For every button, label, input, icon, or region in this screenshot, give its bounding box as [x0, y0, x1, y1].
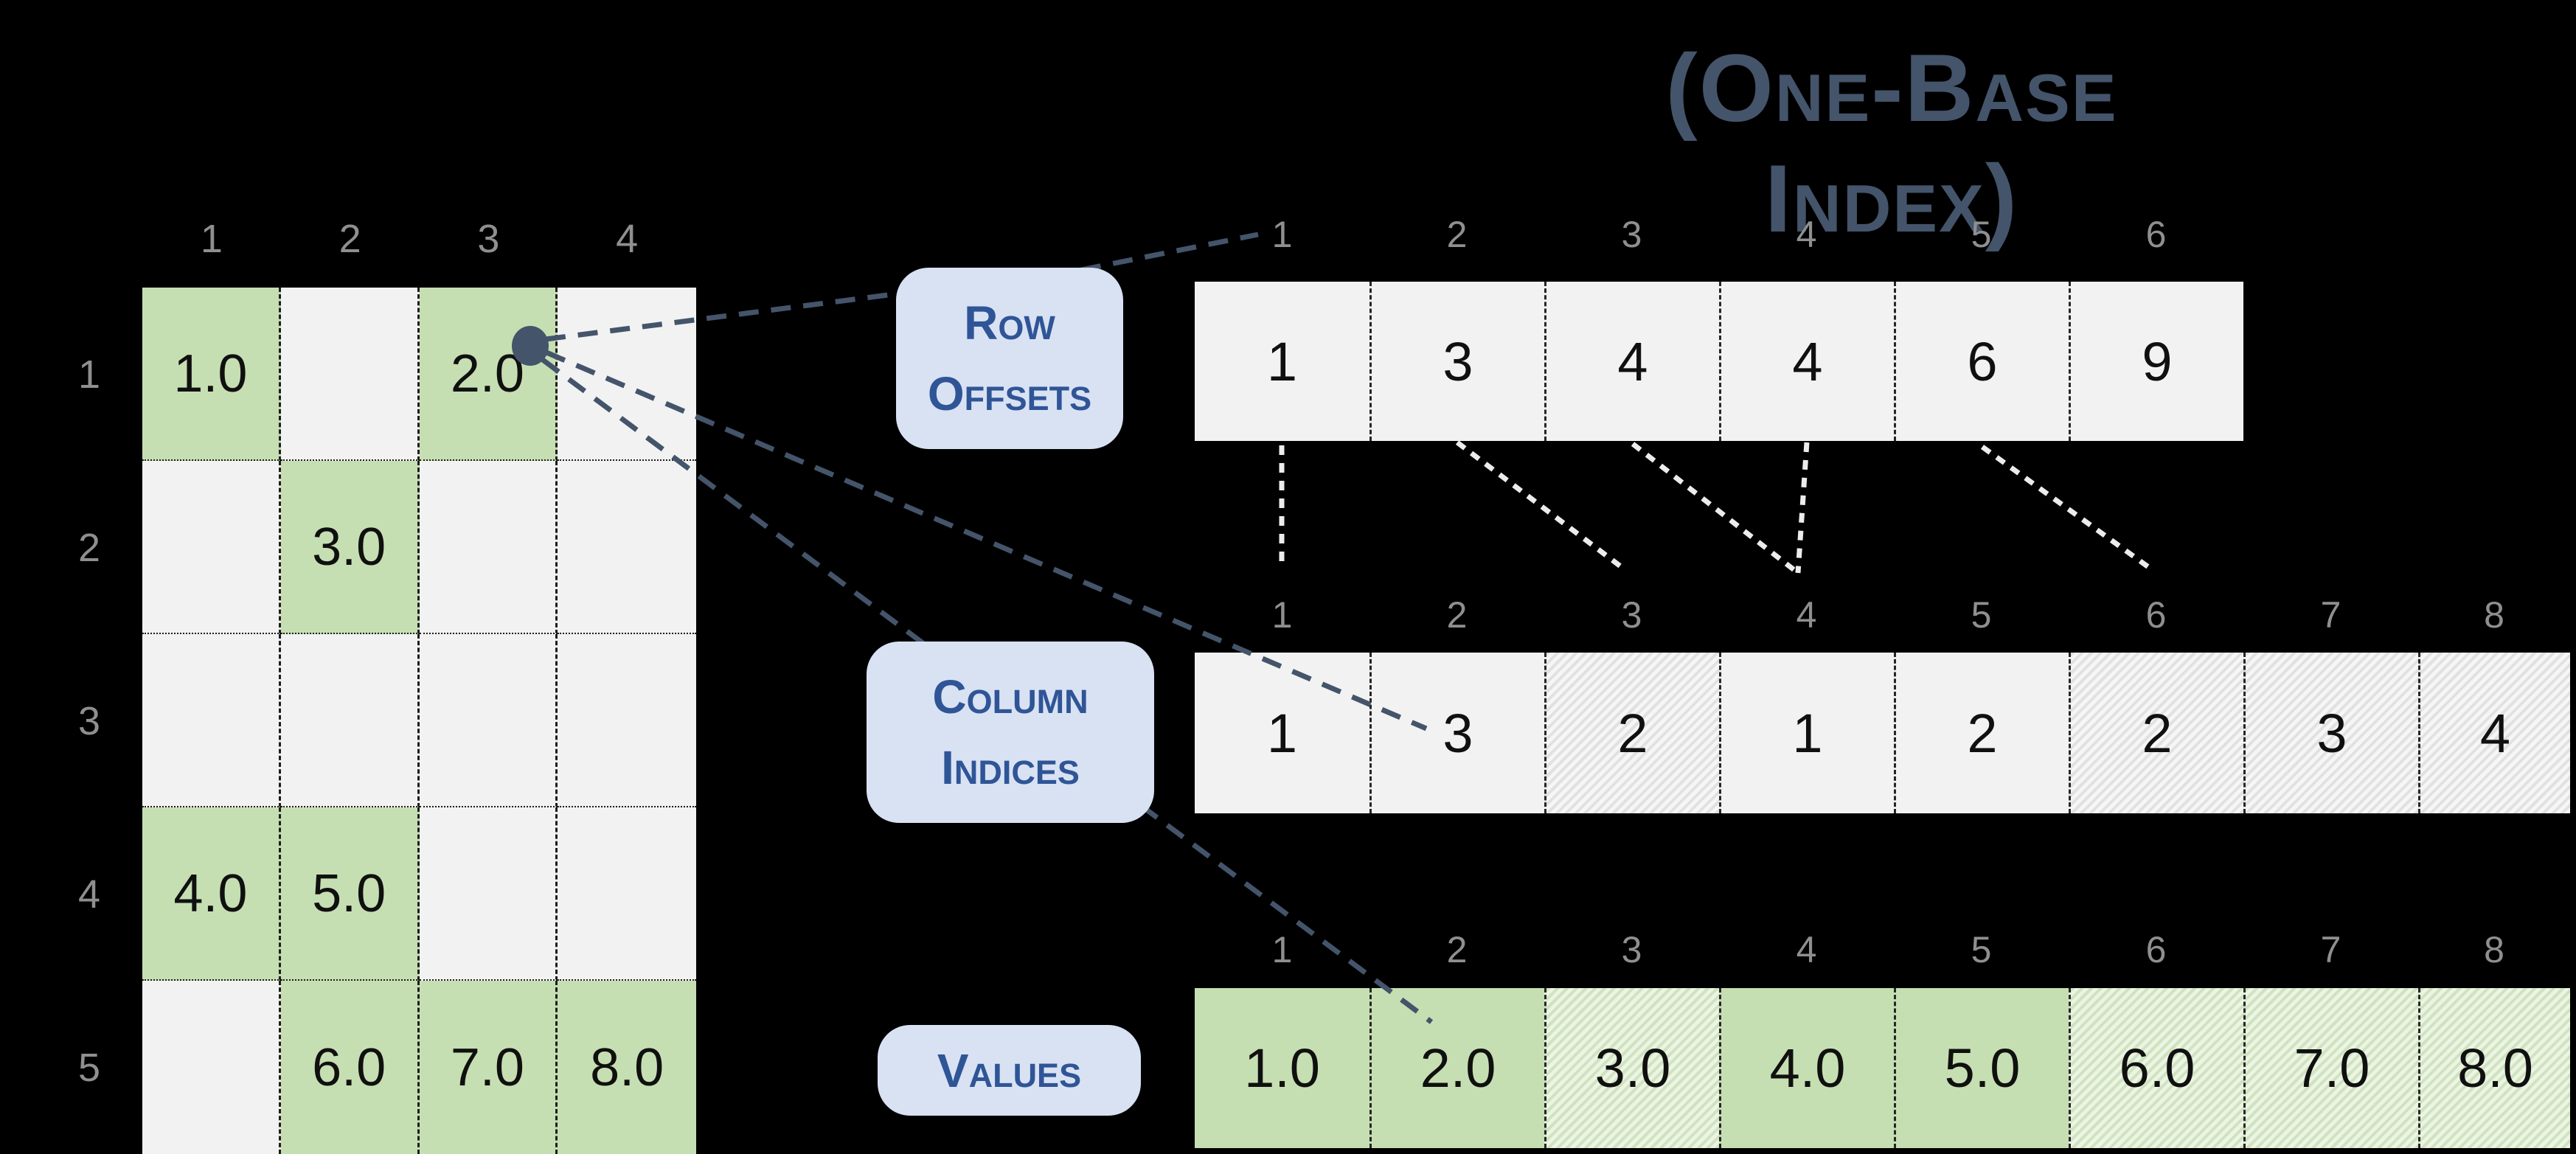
column-indices-index-1: 1 [1271, 594, 1293, 636]
row-offsets-cell-1: 1 [1195, 282, 1369, 441]
matrix-cell-r4-c-1: 4.0 [142, 807, 281, 981]
row-offsets-label: Row Offsets [896, 268, 1123, 449]
values-cell-7: 7.0 [2243, 988, 2418, 1148]
row-offsets-index-6: 6 [2145, 214, 2167, 255]
row-offsets-index-headers: 1 2 3 4 5 6 [1195, 212, 2243, 257]
values-index-headers: 1 2 3 4 5 6 7 8 [1195, 928, 2570, 972]
offset-link-5-to-position-6 [1980, 445, 2153, 571]
column-indices-index-3: 3 [1621, 594, 1642, 636]
matrix-cell-r3-c-3 [419, 634, 558, 807]
row-offsets-index-1: 1 [1271, 214, 1293, 255]
matrix-row-header-2: 2 [77, 525, 101, 570]
matrix-cell-r4-c-3 [419, 807, 558, 981]
matrix-col-header-1: 1 [200, 217, 223, 261]
column-indices-label-line2: Indices [941, 741, 1080, 794]
matrix-cell-r1-c-4 [558, 288, 696, 461]
row-offsets-cell-3: 4 [1544, 282, 1719, 441]
row-offsets-index-4: 4 [1796, 214, 1817, 255]
offset-link-3-to-position-4 [1631, 442, 1800, 575]
matrix-cell-r5-c-4: 8.0 [558, 981, 696, 1154]
values-index-3: 3 [1621, 929, 1642, 970]
values-cell-5: 5.0 [1894, 988, 2069, 1148]
column-indices-cell-3: 2 [1544, 653, 1719, 813]
matrix-cell-r2-c-2: 3.0 [280, 461, 420, 634]
values-index-4: 4 [1796, 929, 1817, 970]
matrix-col-header-4: 4 [616, 217, 639, 261]
row-offsets-cell-2: 3 [1369, 282, 1544, 441]
row-offsets-label-line2: Offsets [927, 367, 1092, 420]
values-cell-3: 3.0 [1544, 988, 1719, 1148]
row-offsets-label-line1: Row [964, 296, 1055, 350]
matrix-cell-r5-c-1 [142, 981, 281, 1154]
matrix-row-header-3: 3 [77, 698, 101, 743]
matrix-cell-r5-c-3: 7.0 [419, 981, 558, 1154]
matrix-col-headers: 1 2 3 4 [142, 215, 696, 263]
values-cell-6: 6.0 [2069, 988, 2243, 1148]
matrix-col-header-3: 3 [477, 217, 500, 261]
row-offsets-index-3: 3 [1621, 214, 1642, 255]
column-indices-index-7: 7 [2320, 594, 2341, 636]
values-label: Values [878, 1025, 1141, 1116]
column-indices-index-headers: 1 2 3 4 5 6 7 8 [1195, 593, 2570, 637]
matrix-cell-r3-c-4 [558, 634, 696, 807]
matrix-cell-r3-c-1 [142, 634, 281, 807]
row-offsets-cell-5: 6 [1894, 282, 2069, 441]
values-cell-1: 1.0 [1195, 988, 1369, 1148]
matrix-cell-r2-c-1 [142, 461, 281, 634]
column-indices-cell-8: 4 [2418, 653, 2570, 813]
matrix-col-header-2: 2 [339, 217, 361, 261]
column-indices-cell-1: 1 [1195, 653, 1369, 813]
column-indices-cell-2: 3 [1369, 653, 1544, 813]
matrix-row-header-5: 5 [77, 1045, 101, 1090]
column-indices-index-8: 8 [2484, 594, 2504, 636]
values-index-7: 7 [2320, 929, 2341, 970]
row-offsets-cell-4: 4 [1719, 282, 1894, 441]
values-index-2: 2 [1446, 929, 1468, 970]
values-index-1: 1 [1271, 929, 1293, 970]
values-label-line1: Values [937, 1043, 1082, 1097]
row-offsets-index-2: 2 [1446, 214, 1468, 255]
column-indices-cell-6: 2 [2069, 653, 2243, 813]
column-indices-cell-5: 2 [1894, 653, 2069, 813]
column-indices-index-2: 2 [1446, 594, 1468, 636]
row-offsets-cell-6: 9 [2069, 282, 2243, 441]
matrix-cell-r1-c-3: 2.0 [419, 288, 558, 461]
matrix-cell-r2-c-4 [558, 461, 696, 634]
matrix-cell-r4-c-2: 5.0 [280, 807, 420, 981]
values-cell-8: 8.0 [2418, 988, 2570, 1148]
column-indices-label: Column Indices [867, 642, 1154, 823]
column-indices-index-4: 4 [1796, 594, 1817, 636]
offset-link-2-to-position-3 [1455, 440, 1625, 570]
column-indices-index-6: 6 [2145, 594, 2167, 636]
row-offsets-index-5: 5 [1971, 214, 1992, 255]
matrix-row-header-1: 1 [77, 352, 101, 397]
column-indices-cell-7: 3 [2243, 653, 2418, 813]
values-cell-4: 4.0 [1719, 988, 1894, 1148]
matrix-cell-r4-c-4 [558, 807, 696, 981]
page-title: (One-Base Index) [1665, 34, 2118, 252]
values-cell-2: 2.0 [1369, 988, 1544, 1148]
matrix-row-headers: 1 2 3 4 5 [60, 288, 118, 1154]
matrix-cell-r5-c-2: 6.0 [280, 981, 420, 1154]
values-index-8: 8 [2484, 929, 2504, 970]
matrix-row-header-4: 4 [77, 872, 101, 917]
column-indices-cell-4: 1 [1719, 653, 1894, 813]
values-index-5: 5 [1971, 929, 1992, 970]
values-index-6: 6 [2145, 929, 2167, 970]
column-indices-label-line1: Column [932, 670, 1089, 723]
matrix-cell-r1-c-2 [280, 288, 420, 461]
offset-link-4-to-position-4 [1795, 442, 1810, 574]
matrix-cell-r1-c-1: 1.0 [142, 288, 281, 461]
column-indices-index-5: 5 [1971, 594, 1992, 636]
matrix-cell-r3-c-2 [280, 634, 420, 807]
matrix-cell-r2-c-3 [419, 461, 558, 634]
